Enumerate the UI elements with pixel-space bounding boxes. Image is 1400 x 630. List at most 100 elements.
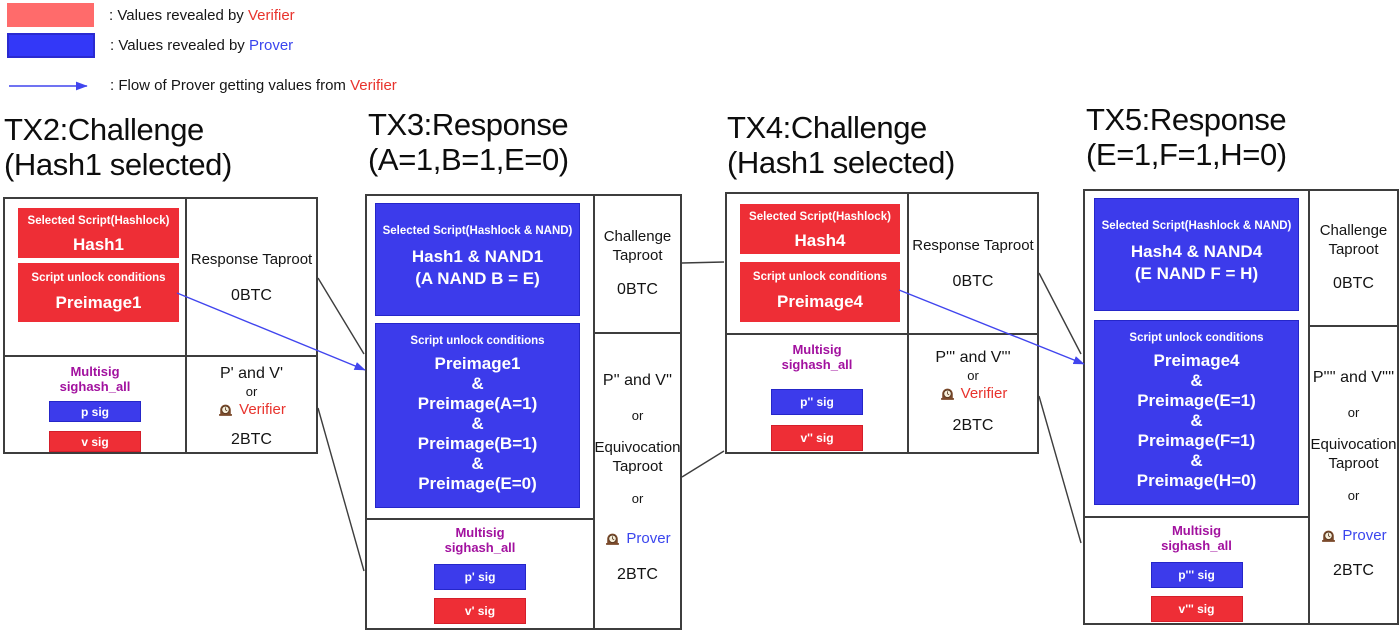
tx5-unlock-lines: Preimage4 & Preimage(E=1) & Preimage(F=1…: [1137, 351, 1257, 491]
tx2-selected-script-box: Selected Script(Hashlock) Hash1: [18, 208, 179, 258]
or-label: or: [245, 384, 258, 399]
tx3-output1-cell: Challenge Taproot 0BTC: [595, 196, 680, 332]
unlock-amp: &: [471, 454, 484, 473]
tx4-to-tx5-output1-line: [1038, 272, 1082, 355]
clock-icon: [219, 404, 233, 416]
tx5-unlock-label: Script unlock conditions: [1129, 332, 1264, 344]
tx3-multisig-label: Multisig sighash_all: [445, 525, 516, 555]
tx4-script-value: Hash4: [794, 231, 846, 250]
tx2-prover-sig-box: p sig: [49, 401, 141, 422]
legend-prefix: : Values revealed by: [110, 37, 249, 54]
tx3-box: Selected Script(Hashlock & NAND) Hash1 &…: [365, 194, 682, 630]
legend-text: : Flow of Prover getting values from Ver…: [110, 77, 397, 94]
tx3-script-label: Selected Script(Hashlock & NAND): [382, 225, 573, 237]
tx5-equivocation-label: Equivocation Taproot: [1311, 435, 1397, 473]
multisig-line1: Multisig: [455, 525, 505, 540]
output1-line1: Challenge: [1319, 222, 1388, 239]
or-label: or: [1347, 405, 1360, 420]
tx2-title-line1: TX2:Challenge: [4, 112, 204, 147]
tx3-timeout-actor: Prover: [626, 530, 671, 547]
tx4-multisig-label: Multisig sighash_all: [782, 342, 853, 372]
tx2-output2-cell: P' and V' or Verifier 2BTC: [187, 357, 316, 452]
tx5-multisig-cell: Multisig sighash_all p''' sig v''' sig: [1085, 518, 1308, 623]
tx5-left-row-divider: [1085, 516, 1308, 518]
tx2-output2-amount: 2BTC: [231, 431, 272, 448]
tx3-multisig-cell: Multisig sighash_all p' sig v' sig: [367, 520, 593, 628]
verifier-label: Verifier: [350, 77, 397, 94]
unlock-amp: &: [1190, 451, 1203, 470]
multisig-line2: sighash_all: [1161, 538, 1232, 553]
tx5-column-divider: [1308, 191, 1310, 623]
tx4-script-label: Selected Script(Hashlock): [749, 211, 891, 223]
tx2-unlock-value: Preimage1: [55, 293, 142, 312]
script-line2: (A NAND B = E): [415, 269, 540, 288]
tx4-unlock-box: Script unlock conditions Preimage4: [740, 262, 900, 322]
output1-line1: Challenge: [603, 228, 672, 245]
tx5-output2-keys: P'''' and V'''': [1312, 369, 1395, 386]
flow-arrow-icon: [9, 81, 88, 90]
tx2-unlock-label: Script unlock conditions: [31, 272, 166, 284]
tx3-verifier-sig-box: v' sig: [434, 598, 526, 624]
tx4-unlock-label: Script unlock conditions: [752, 271, 888, 283]
equivocation-line2: Taproot: [612, 458, 663, 475]
tx3-output2-amount: 2BTC: [617, 566, 658, 583]
tx2-to-tx3-output1-line: [317, 277, 365, 355]
tx4-multisig-cell: Multisig sighash_all p'' sig v'' sig: [727, 335, 907, 452]
unlock-line: Preimage(A=1): [417, 394, 538, 413]
unlock-amp: &: [1190, 371, 1203, 390]
unlock-amp: &: [1190, 411, 1203, 430]
tx2-row-divider: [5, 355, 316, 357]
equivocation-line1: Equivocation: [594, 439, 681, 456]
tx3-output1-label: Challenge Taproot: [604, 227, 672, 265]
tx5-timeout-actor: Prover: [1342, 527, 1387, 544]
tx2-multisig-cell: Multisig sighash_all p sig v sig: [5, 357, 185, 452]
tx3-to-tx4-output1-line: [681, 261, 725, 264]
or-label: or: [631, 491, 644, 506]
tx5-output1-cell: Challenge Taproot 0BTC: [1310, 191, 1397, 325]
tx5-script-label: Selected Script(Hashlock & NAND): [1101, 220, 1292, 232]
unlock-line: Preimage(H=0): [1136, 471, 1257, 490]
tx4-unlock-value: Preimage4: [777, 292, 863, 311]
tx2-multisig-label: Multisig sighash_all: [60, 364, 131, 394]
tx5-verifier-sig-box: v''' sig: [1150, 596, 1243, 622]
tx4-output1-amount: 0BTC: [952, 273, 994, 290]
tx3-output2-cell: P'' and V'' or Equivocation Taproot or P…: [594, 334, 681, 628]
output1-line2: Taproot: [1328, 241, 1379, 258]
tx2-output2-keys: P' and V': [219, 365, 284, 382]
tx5-right-row-divider: [1308, 325, 1397, 327]
tx4-output2-amount: 2BTC: [952, 417, 994, 434]
multisig-line1: Multisig: [792, 342, 842, 357]
legend-text: : Values revealed by Prover: [110, 37, 293, 54]
tx3-right-row-divider: [593, 332, 680, 334]
tx4-prover-sig-box: p'' sig: [771, 389, 863, 415]
tx5-output2-cell: P'''' and V'''' or Equivocation Taproot …: [1310, 327, 1397, 623]
tx5-script-value: Hash4 & NAND4 (E NAND F = H): [1131, 241, 1262, 285]
multisig-line1: Multisig: [70, 364, 120, 379]
unlock-line: Preimage(F=1): [1137, 431, 1256, 450]
tx2-to-tx3-output2-line: [317, 407, 365, 572]
tx2-timelock-row: Verifier: [217, 401, 286, 418]
tx3-title-line2: (A=1,B=1,E=0): [368, 142, 569, 177]
multisig-line2: sighash_all: [444, 540, 516, 555]
legend-prefix: : Values revealed by: [109, 6, 248, 24]
tx4-to-tx5-output2-line: [1038, 395, 1082, 544]
tx5-output2-amount: 2BTC: [1333, 562, 1374, 579]
tx5-box: Selected Script(Hashlock & NAND) Hash4 &…: [1083, 189, 1399, 625]
multisig-line1: Multisig: [1171, 523, 1222, 538]
prover-label: Prover: [248, 37, 294, 54]
tx2-title: TX2:Challenge (Hash1 selected): [4, 112, 232, 182]
script-line2: (E NAND F = H): [1134, 264, 1259, 283]
tx4-timelock-row: Verifier: [939, 385, 1007, 402]
tx3-output1-amount: 0BTC: [617, 281, 658, 298]
tx3-output2-keys: P'' and V'': [602, 372, 673, 389]
tx4-title-line1: TX4:Challenge: [727, 110, 927, 145]
tx2-output1-amount: 0BTC: [231, 286, 272, 304]
tx4-title: TX4:Challenge (Hash1 selected): [727, 110, 955, 180]
prover-blue-swatch: [7, 33, 95, 58]
verifier-label: Verifier: [247, 6, 295, 24]
tx3-unlock-lines: Preimage1 & Preimage(A=1) & Preimage(B=1…: [418, 354, 538, 494]
unlock-line: Preimage4: [1153, 351, 1240, 370]
tx2-timeout-actor: Verifier: [239, 401, 286, 418]
script-line1: Hash4 & NAND4: [1130, 242, 1263, 261]
tx3-title-line1: TX3:Response: [368, 107, 569, 142]
